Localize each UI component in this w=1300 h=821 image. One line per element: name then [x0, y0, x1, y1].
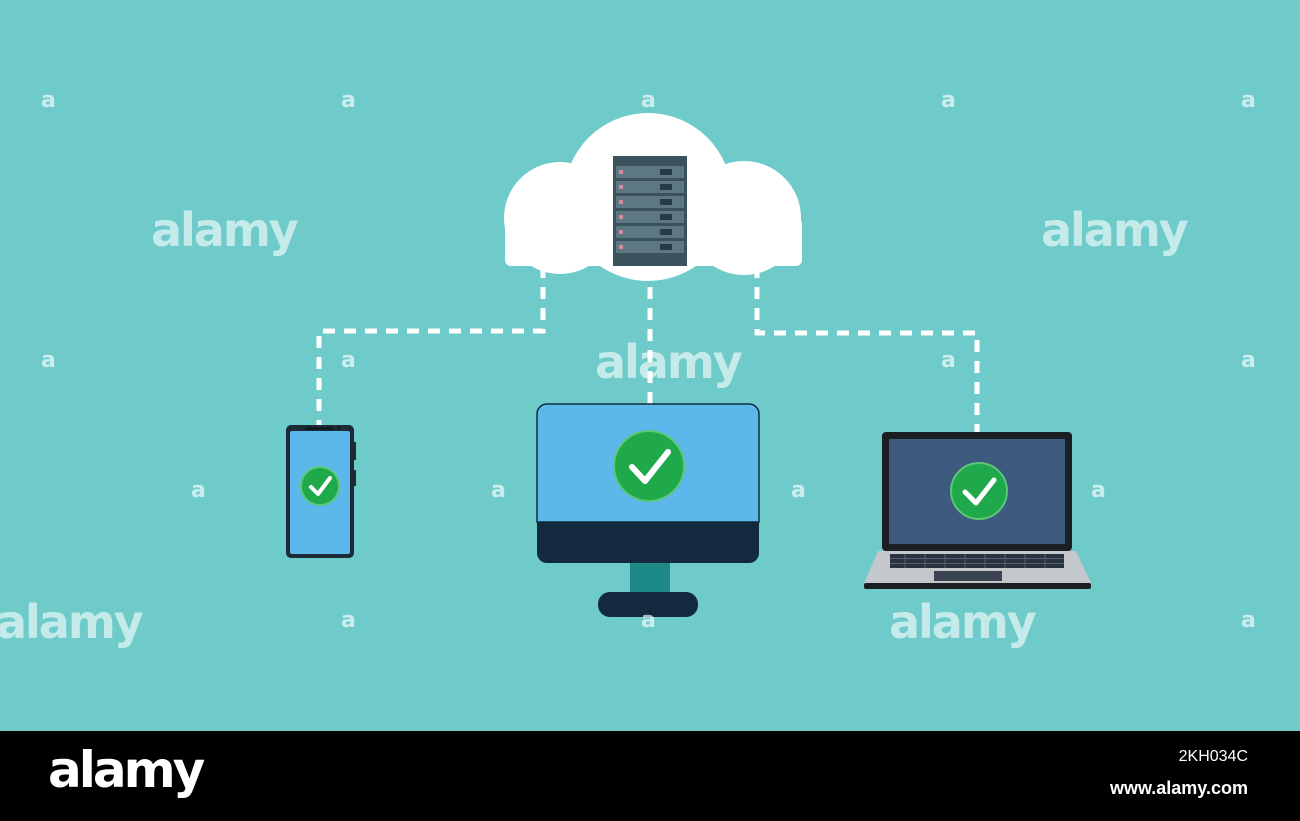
laptop-icon: [864, 432, 1091, 589]
watermark-a: a: [941, 88, 956, 113]
watermark-word: alamy: [889, 595, 1037, 649]
server-rack-icon: [613, 156, 687, 266]
footer-bar: alamy 2KH034C www.alamy.com: [0, 731, 1300, 821]
footer-url: www.alamy.com: [1109, 778, 1248, 798]
watermark-a: a: [341, 88, 356, 113]
check-icon: [613, 430, 685, 502]
smartphone-icon: [286, 425, 356, 558]
watermark-a: a: [941, 348, 956, 373]
watermark-a: a: [1241, 348, 1256, 373]
watermark-a: a: [341, 348, 356, 373]
watermark-a: a: [791, 478, 806, 503]
watermark-a: a: [341, 608, 356, 633]
watermark-word: alamy: [151, 203, 299, 257]
watermark-a: a: [1241, 608, 1256, 633]
footer-logo: alamy: [48, 741, 205, 799]
connectors: [316, 266, 980, 432]
watermark-a: a: [191, 478, 206, 503]
check-icon: [950, 462, 1008, 520]
watermark-a: a: [641, 88, 656, 113]
desktop-monitor-icon: [536, 403, 760, 617]
connector-to-phone: [316, 266, 546, 425]
watermark-word: alamy: [1041, 203, 1189, 257]
watermark-a: a: [491, 478, 506, 503]
watermark-a: a: [1241, 88, 1256, 113]
watermark-word: alamy: [0, 595, 144, 649]
watermark-a: a: [1091, 478, 1106, 503]
check-icon: [300, 466, 340, 506]
watermark-word: alamy: [595, 335, 743, 389]
connector-to-laptop: [754, 266, 980, 432]
image-id: 2KH034C: [1178, 748, 1248, 765]
cloud-sync-diagram: [286, 113, 1091, 617]
watermark-a: a: [641, 608, 656, 633]
watermark-a: a: [41, 88, 56, 113]
cloud-icon: [504, 113, 802, 281]
watermark-a: a: [41, 348, 56, 373]
